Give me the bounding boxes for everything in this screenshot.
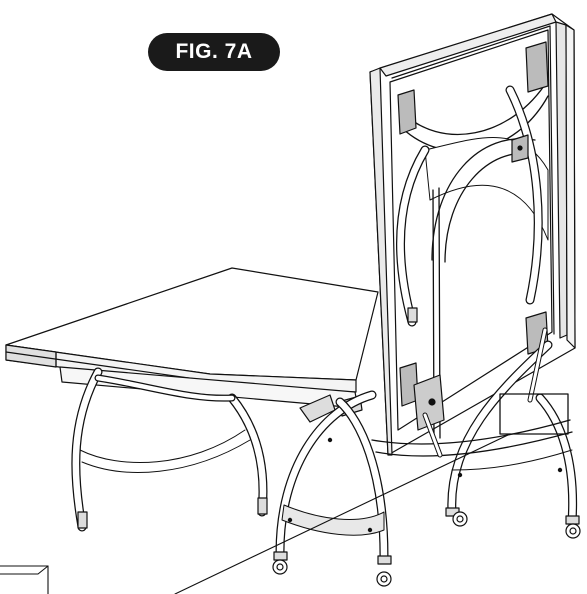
corner-bracket xyxy=(397,89,417,135)
horizontal-table-half xyxy=(5,267,379,532)
inset-frame-corner xyxy=(0,565,49,594)
leg-assembly xyxy=(272,327,581,587)
caster-wheel xyxy=(272,551,288,575)
caster-wheel xyxy=(565,515,581,539)
leader-line xyxy=(174,433,511,594)
detail-box xyxy=(499,393,569,435)
figure-label: FIG. 7A xyxy=(148,33,280,71)
detail-callout xyxy=(0,393,569,594)
underside-arch xyxy=(401,79,549,135)
caster-wheel xyxy=(376,555,392,587)
folded-table-half xyxy=(369,13,576,456)
caster-wheel xyxy=(445,507,468,527)
